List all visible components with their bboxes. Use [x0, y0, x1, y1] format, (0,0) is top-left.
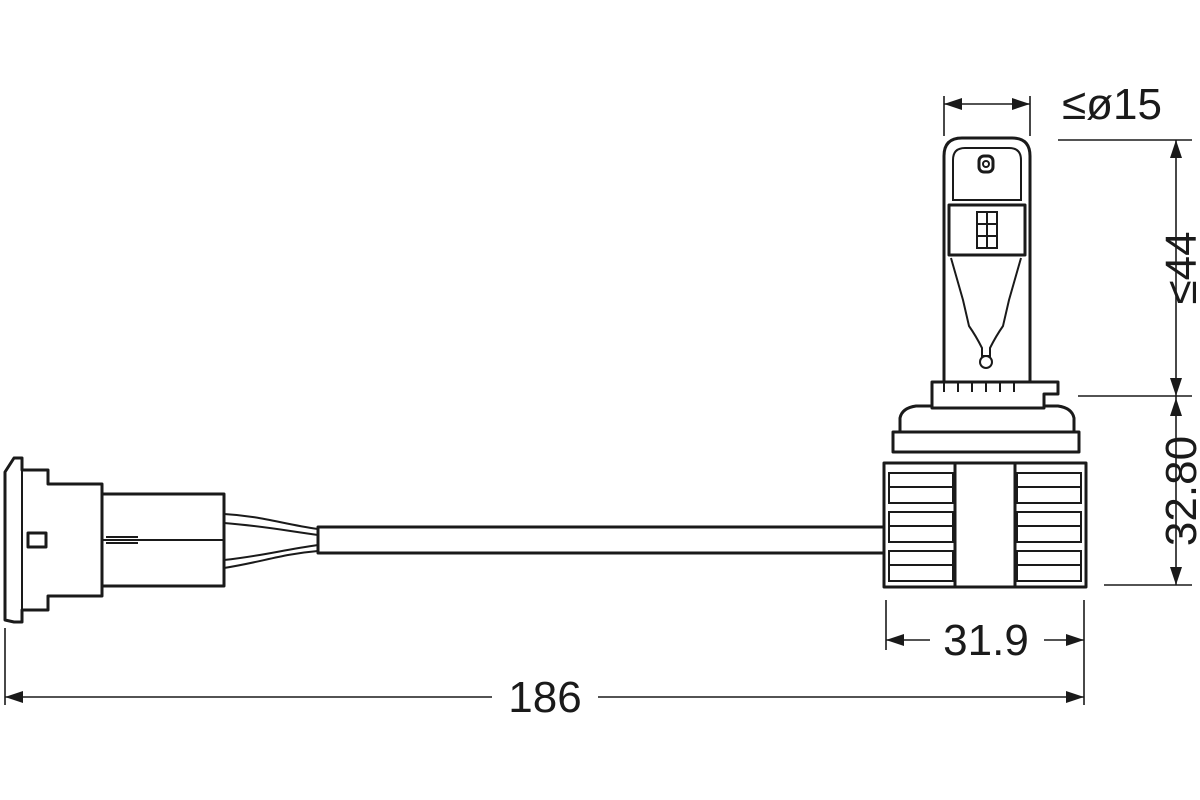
dim-total-length-label: 186	[508, 673, 581, 722]
dimension-lines	[4, 96, 1192, 705]
dim-bulb-height-label: ≤44	[1157, 231, 1200, 304]
cable	[316, 525, 886, 555]
led-bulb	[942, 136, 1032, 384]
dim-bulb-diameter-label: ≤ø15	[1062, 80, 1162, 129]
lamp-flange	[891, 380, 1081, 454]
heatsink-base	[882, 461, 1088, 589]
connector-plug	[3, 456, 226, 624]
dim-base-height-label: 32.80	[1157, 436, 1200, 546]
dim-base-width-label: 31.9	[943, 616, 1029, 665]
wire-pair	[223, 513, 319, 569]
